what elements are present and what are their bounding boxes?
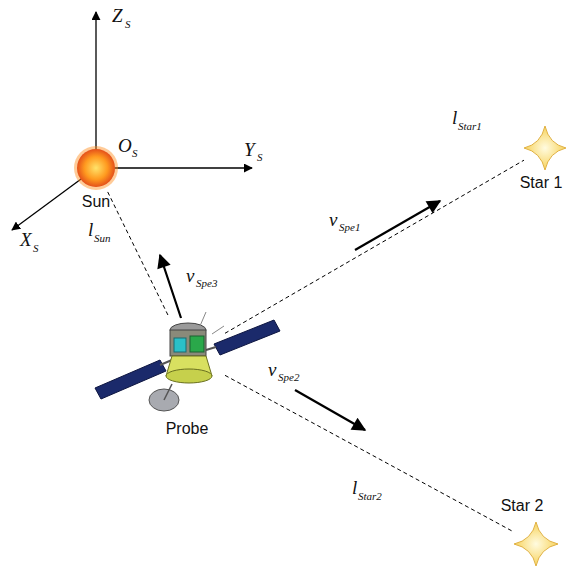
symbol-label: v <box>186 266 194 285</box>
line-of-sight <box>225 160 524 333</box>
subscript-label: S <box>132 148 138 159</box>
body-label: Star 2 <box>501 497 544 515</box>
body-label: Sun <box>82 193 110 211</box>
symbol-label: l <box>452 108 457 127</box>
line-of-sight <box>225 375 514 532</box>
body-label: Star 1 <box>520 174 563 192</box>
velocity-arrow <box>160 201 440 430</box>
body-node <box>524 126 566 170</box>
subscript-label: S <box>125 19 131 30</box>
subscript-label: Spe1 <box>339 222 360 233</box>
symbol-label: l <box>88 220 93 239</box>
subscript-label: S <box>257 152 263 163</box>
symbol-label: v <box>329 210 337 229</box>
symbol-label: Z <box>112 6 123 25</box>
subscript-label: S <box>33 243 39 254</box>
sun-picture <box>74 146 118 190</box>
probe-picture <box>95 312 280 411</box>
symbol-label: X <box>20 230 32 249</box>
symbol-label: O <box>118 136 132 155</box>
body-node <box>514 522 558 566</box>
body-node <box>150 315 225 395</box>
body-node <box>74 146 118 190</box>
line-of-sight <box>107 190 168 315</box>
subscript-label: Spe2 <box>278 372 299 383</box>
subscript-label: Sun <box>94 233 111 244</box>
subscript-label: Star2 <box>358 491 382 502</box>
symbol-label: v <box>268 360 276 379</box>
subscript-label: Star1 <box>458 121 482 132</box>
subscript-label: Spe3 <box>196 278 217 289</box>
symbol-label: Y <box>244 140 255 159</box>
axes <box>12 12 252 230</box>
body-label: Probe <box>166 420 209 438</box>
symbol-label: l <box>352 478 357 497</box>
